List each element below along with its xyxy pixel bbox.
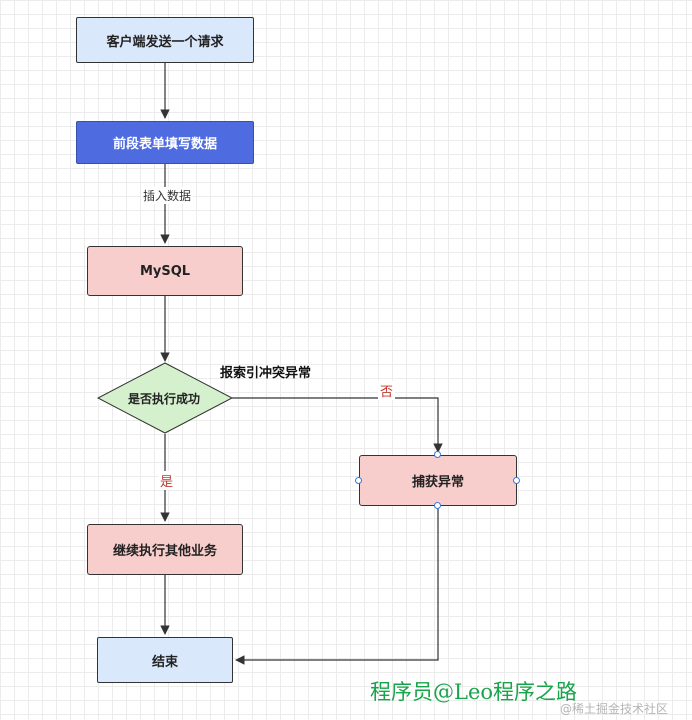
node-mysql[interactable]: MySQL (87, 246, 243, 296)
node-end-label: 结束 (151, 654, 178, 670)
connection-handle-right[interactable] (513, 477, 520, 484)
node-end[interactable]: 结束 (97, 637, 233, 683)
edge-decision-to-catch (232, 397, 443, 453)
node-frontend-form[interactable]: 前段表单填写数据 (76, 121, 254, 164)
edge-label-insert-data: 插入数据 (141, 187, 194, 204)
connection-handle-left[interactable] (355, 477, 362, 484)
node-client-request-label: 客户端发送一个请求 (106, 34, 224, 50)
edge-label-no: 否 (378, 381, 396, 400)
connection-handle-bottom[interactable] (434, 502, 441, 509)
decision-diamond-shape[interactable] (96, 362, 234, 434)
node-continue-business[interactable]: 继续执行其他业务 (87, 524, 243, 575)
watermark-platform: @稀土掘金技术社区 (560, 702, 669, 716)
node-continue-business-label: 继续执行其他业务 (112, 544, 217, 559)
node-mysql-label: MySQL (139, 263, 191, 279)
edge-catch-to-end (235, 506, 439, 665)
node-frontend-form-label: 前段表单填写数据 (112, 137, 217, 152)
node-client-request[interactable]: 客户端发送一个请求 (76, 17, 254, 63)
node-catch-exception[interactable]: 捕获异常 (359, 455, 517, 506)
edge-label-index-conflict: 报索引冲突异常 (220, 366, 312, 381)
node-catch-exception-label: 捕获异常 (411, 475, 464, 490)
edge-label-yes: 是 (158, 471, 176, 490)
watermark-author: 程序员@Leo程序之路 (370, 680, 578, 704)
connection-handle-top[interactable] (434, 451, 441, 458)
node-decision-label: 是否执行成功 (128, 392, 201, 406)
